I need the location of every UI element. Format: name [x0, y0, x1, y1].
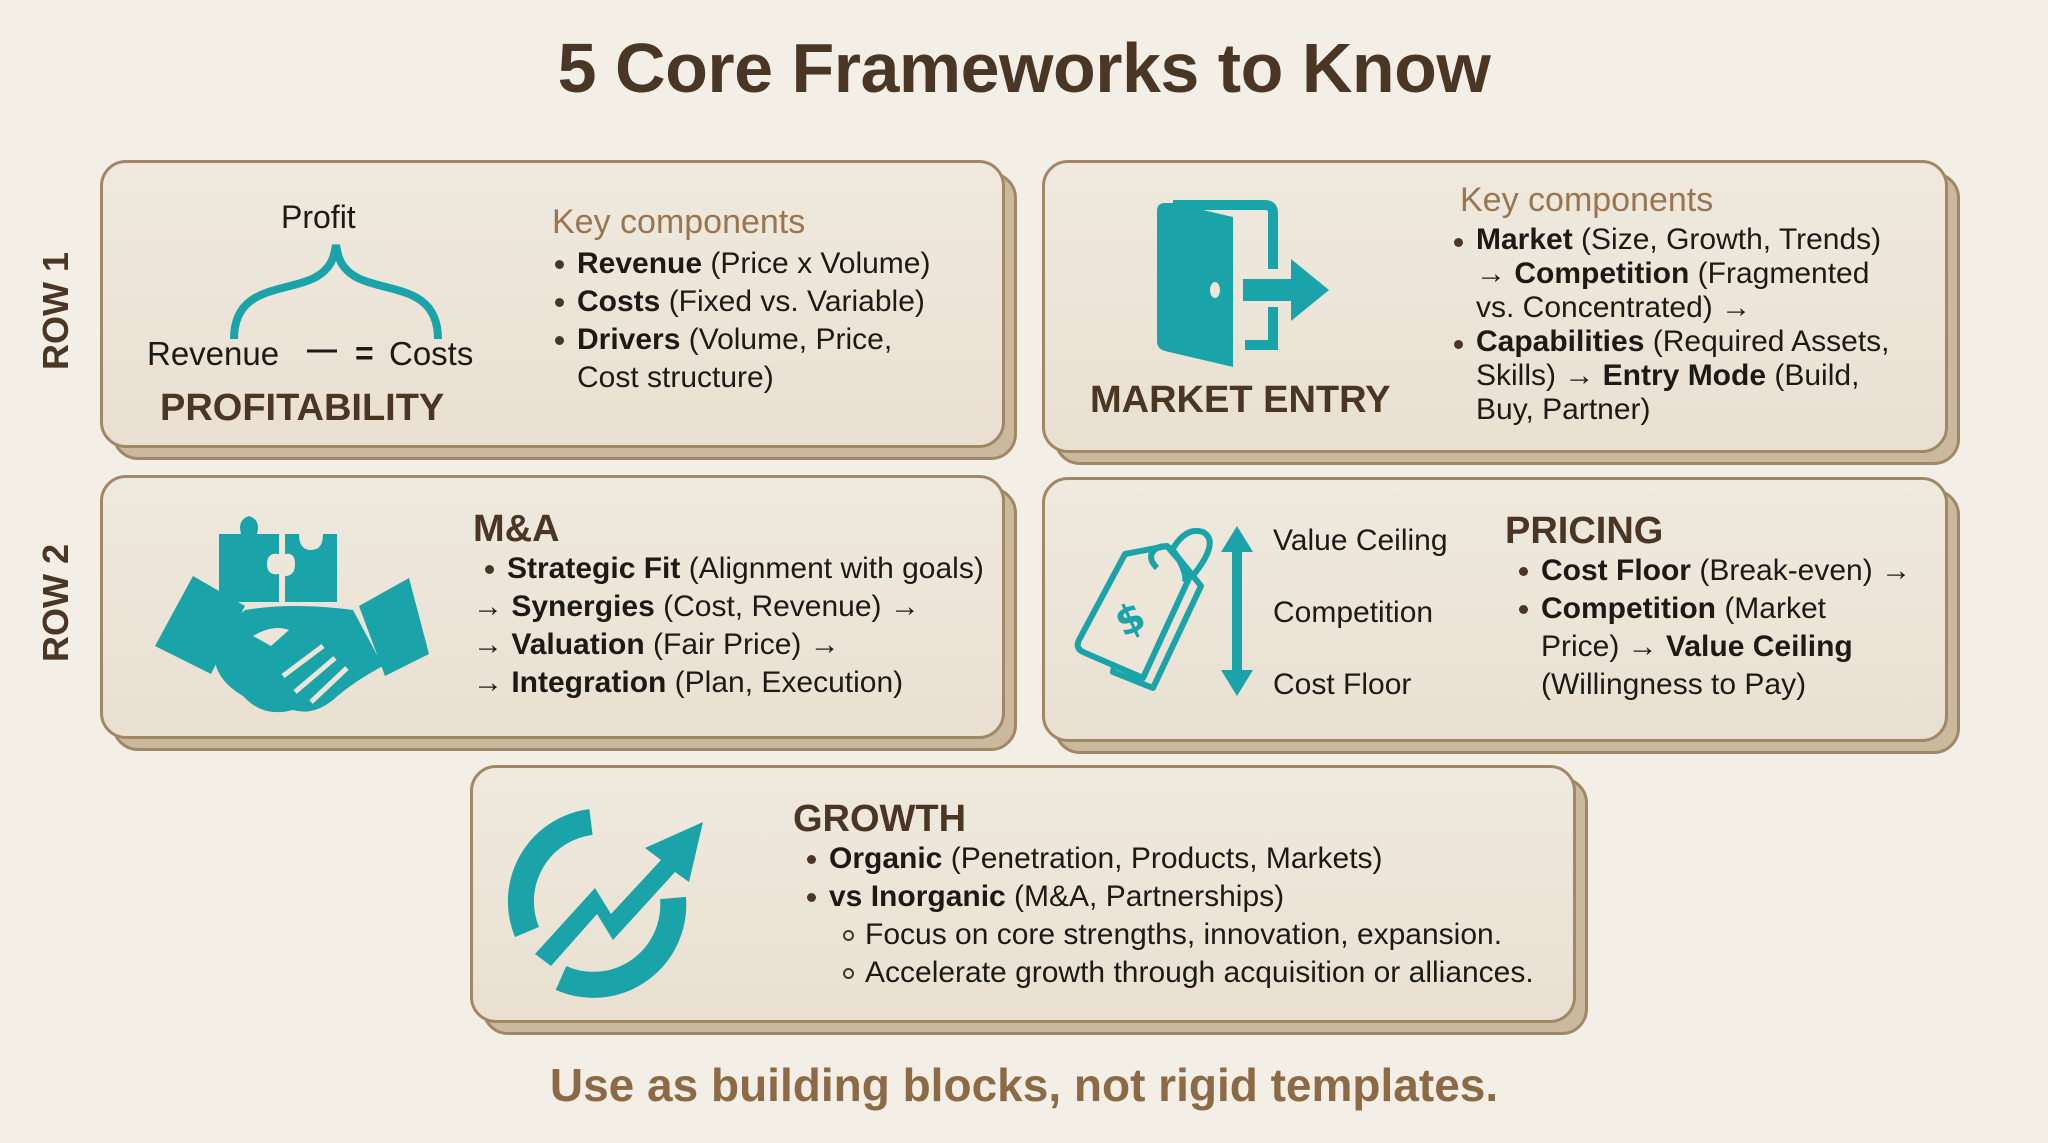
card-market-entry: MARKET ENTRY Key components Market (Size… [1042, 160, 1960, 465]
card-title-pricing: PRICING [1505, 510, 1664, 552]
list-item: Revenue (Price x Volume) [551, 245, 930, 283]
pricing-list: Cost Floor (Break-even) → Competition (M… [1515, 552, 1911, 704]
list-item: Capabilities (Required Assets, [1450, 325, 1890, 359]
list-item-continuation: → Integration (Plan, Execution) [473, 666, 904, 699]
list-item-continuation: Buy, Partner) [1476, 393, 1651, 426]
growth-list: Organic (Penetration, Products, Markets)… [803, 840, 1534, 992]
list-item-continuation: → Valuation (Fair Price) → [473, 628, 840, 661]
card-title-ma: M&A [473, 508, 560, 550]
card-mergers-acquisitions: M&A Strategic Fit (Alignment with goals)… [100, 475, 1017, 751]
market-entry-list: Market (Size, Growth, Trends) → Competit… [1450, 223, 1890, 427]
list-item: vs Inorganic (M&A, Partnerships) [803, 878, 1534, 916]
card-body: Profit Revenue — = Costs PROFITABILITY K… [100, 160, 1005, 448]
diagram-revenue: Revenue [147, 335, 280, 372]
list-item-continuation: Cost structure) [577, 361, 774, 394]
list-item-continuation: Price) → Value Ceiling [1541, 630, 1853, 663]
list-item: Strategic Fit (Alignment with goals) [473, 550, 984, 588]
card-title-market-entry: MARKET ENTRY [1090, 379, 1391, 421]
card-pricing: $ Value Ceiling Competition Cost Floor P… [1042, 477, 1960, 754]
price-tag-icon: $ [1074, 528, 1213, 691]
profitability-list: Revenue (Price x Volume) Costs (Fixed vs… [551, 245, 930, 397]
list-item-continuation: vs. Concentrated) → [1476, 291, 1752, 324]
card-title-growth: GROWTH [793, 798, 967, 840]
card-body: M&A Strategic Fit (Alignment with goals)… [100, 475, 1005, 739]
scale-competition: Competition [1273, 596, 1434, 629]
list-item: Drivers (Volume, Price, [551, 321, 930, 359]
list-item: Cost Floor (Break-even) → [1515, 552, 1911, 590]
scale-cost-floor: Cost Floor [1273, 668, 1412, 701]
scale-value-ceiling: Value Ceiling [1273, 524, 1448, 557]
diagram-minus: — [307, 333, 337, 366]
row-label-1: ROW 1 [35, 252, 76, 371]
diagram-equals: = [355, 335, 374, 371]
diagram-costs: Costs [389, 335, 474, 372]
card-growth: GROWTH Organic (Penetration, Products, M… [470, 765, 1588, 1035]
door-exit-icon [1157, 200, 1329, 367]
list-item-continuation: Skills) → Entry Mode (Build, [1476, 359, 1860, 392]
brace-icon [230, 244, 442, 340]
diagram-top-profit: Profit [281, 199, 356, 235]
tagline: Use as building blocks, not rigid templa… [549, 1059, 1499, 1111]
card-body: GROWTH Organic (Penetration, Products, M… [470, 765, 1576, 1023]
sub-list-item: Accelerate growth through acquisition or… [803, 954, 1534, 992]
row-label-2: ROW 2 [35, 544, 76, 663]
card-body: MARKET ENTRY Key components Market (Size… [1042, 160, 1948, 453]
card-profitability: Profit Revenue — = Costs PROFITABILITY K… [100, 160, 1017, 460]
list-item: Competition (Market [1515, 590, 1911, 628]
growth-arrow-cycle-icon [507, 809, 703, 998]
handshake-puzzle-icon [155, 516, 429, 713]
list-item-continuation: → Synergies (Cost, Revenue) → [473, 590, 920, 623]
sub-list-item: Focus on core strengths, innovation, exp… [803, 916, 1534, 954]
list-item: Organic (Penetration, Products, Markets) [803, 840, 1534, 878]
page-title: 5 Core Frameworks to Know [557, 29, 1491, 107]
key-components-label: Key components [552, 203, 806, 241]
card-body: $ Value Ceiling Competition Cost Floor P… [1042, 477, 1948, 742]
key-components-label: Key components [1460, 181, 1714, 219]
list-item: Costs (Fixed vs. Variable) [551, 283, 930, 321]
list-item: Market (Size, Growth, Trends) [1450, 223, 1890, 257]
ma-list: Strategic Fit (Alignment with goals) → S… [473, 550, 984, 702]
card-title-profitability: PROFITABILITY [160, 387, 445, 429]
list-item-continuation: (Willingness to Pay) [1541, 668, 1807, 701]
list-item-continuation: → Competition (Fragmented [1476, 257, 1870, 290]
double-arrow-icon [1221, 526, 1253, 696]
